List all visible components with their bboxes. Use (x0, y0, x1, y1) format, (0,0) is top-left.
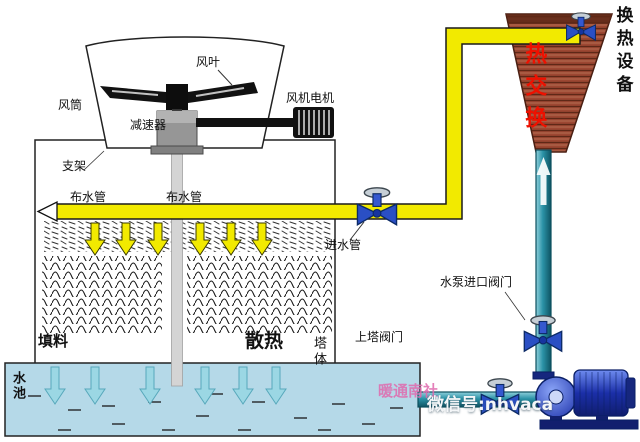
drive-link-bar (196, 118, 294, 127)
label-tower-body: 塔体 (310, 336, 326, 368)
tower-body (34, 139, 336, 367)
water-down-arrows (44, 366, 287, 405)
fill-pack-right (187, 256, 332, 333)
label-pool: 水池 (9, 371, 25, 401)
spray-down-arrows (84, 222, 273, 256)
watermark-brand: 暖通南社 (378, 382, 439, 400)
label-heat-exchange-equipment: 换热设备 (612, 6, 633, 98)
water-pump (532, 369, 639, 430)
fan-hub (166, 84, 188, 110)
water-ripples (28, 393, 403, 431)
hot-water-pipe (36, 27, 581, 223)
label-support: 支架 (62, 159, 87, 173)
fan-assembly (85, 36, 334, 155)
spray-zone (44, 221, 332, 252)
label-water-pipe-right: 布水管 (166, 190, 203, 204)
pointer-lines (83, 69, 526, 321)
flow-arrow-left (36, 200, 58, 223)
label-heat-exchange: 热交换 (521, 42, 547, 138)
fan-blade-left (100, 86, 166, 103)
label-up-tower-valve: 上塔阀门 (355, 330, 404, 344)
label-fan-duct: 风筒 (58, 98, 83, 112)
watermark-wechat: 微信号:nhvaca (427, 395, 554, 415)
label-fan-blade: 风叶 (196, 55, 221, 69)
label-fill-material: 填料 (38, 332, 69, 350)
pump-motor (573, 369, 629, 417)
fill-pack-left (42, 256, 162, 333)
label-water-pipe-left: 布水管 (70, 190, 107, 204)
pump-base (539, 419, 639, 430)
label-fan-motor: 风机电机 (286, 91, 335, 105)
fan-motor (293, 107, 334, 138)
label-pump-inlet-valve: 水泵进口阀门 (440, 275, 513, 289)
flow-arrow-up (536, 157, 551, 205)
water-pool (4, 362, 421, 437)
label-heat-dissipation: 散热 (245, 330, 284, 352)
drive-shaft (171, 153, 183, 387)
label-reducer: 减速器 (130, 118, 167, 132)
label-inlet-pipe: 进水管 (325, 238, 362, 252)
